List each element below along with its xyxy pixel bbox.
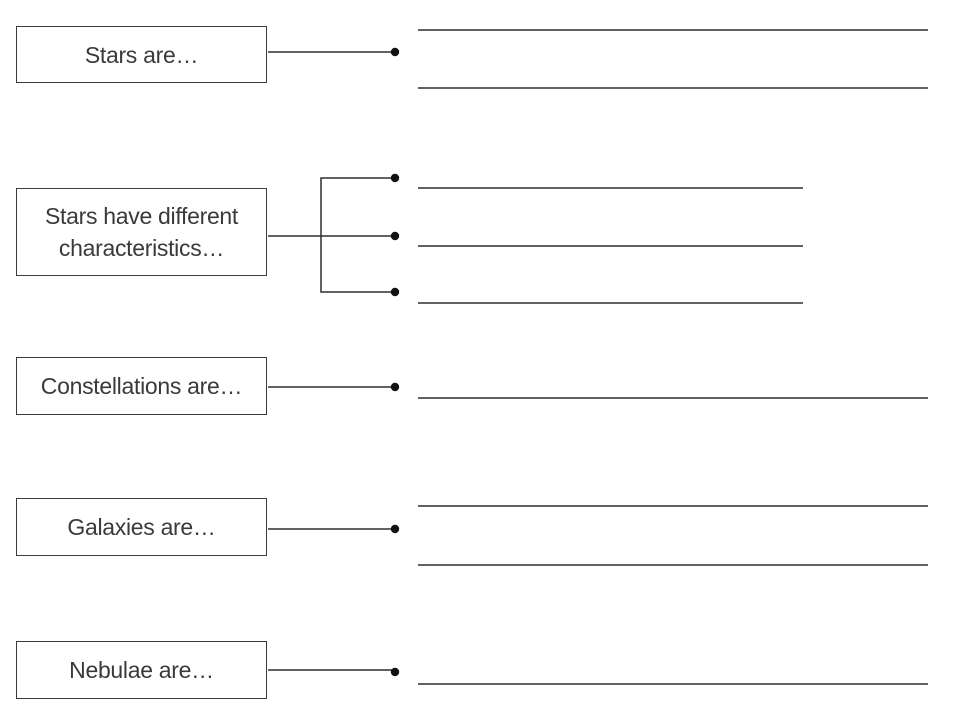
connector-dot-characteristics-2 <box>390 231 400 241</box>
connector-dot-characteristics-3 <box>390 287 400 297</box>
prompt-text-stars: Stars are… <box>84 41 199 68</box>
prompt-text-constellations: Constellations are… <box>40 373 243 399</box>
connector-dot-stars <box>390 47 400 57</box>
connector-dot-constellations <box>390 382 400 392</box>
connector-dot-nebulae <box>390 667 400 677</box>
prompt-text-galaxies: Galaxies are… <box>67 514 216 540</box>
prompt-text-characteristics-line-2: characteristics… <box>58 235 225 261</box>
prompt-box-constellations: Constellations are… <box>16 357 267 415</box>
connector-dot-characteristics-1 <box>390 173 400 183</box>
prompt-box-stars: Stars are… <box>16 26 267 83</box>
connector-dot-galaxies <box>390 524 400 534</box>
prompt-text-characteristics-line-1: Stars have different <box>44 203 239 229</box>
prompt-box-galaxies: Galaxies are… <box>16 498 267 556</box>
bracket-characteristics <box>320 177 394 293</box>
prompt-box-nebulae: Nebulae are… <box>16 641 267 699</box>
prompt-text-nebulae: Nebulae are… <box>69 657 214 683</box>
prompt-box-characteristics: Stars have different characteristics… <box>16 188 267 276</box>
